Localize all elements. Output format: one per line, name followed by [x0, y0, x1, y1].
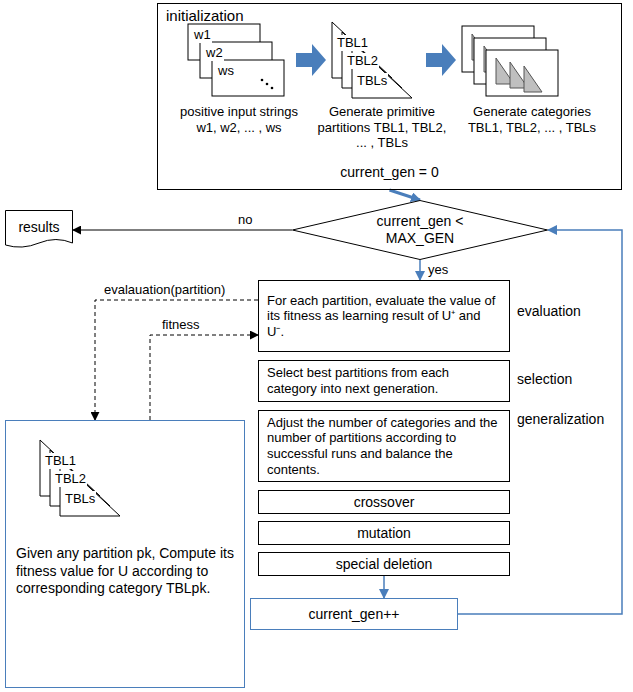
step-heading: generalization [517, 411, 604, 428]
process-text: Adjust the number of categories and the … [267, 415, 501, 477]
edge-label: fitness [160, 317, 202, 333]
step-caption: Generate categories TBL1, TBL2, ... , TB… [456, 104, 608, 135]
item-label: TBL1 [44, 453, 77, 469]
process-box: Select best partitions from each categor… [258, 360, 510, 402]
item-label: w2 [205, 45, 224, 61]
process-box: mutation [258, 521, 510, 545]
category-card [486, 50, 558, 96]
edge-label: yes [426, 262, 450, 278]
step-caption: Generate primitive partitions TBL1, TBL2… [311, 104, 453, 151]
panel-text: Given any partition pk, Compute its fitn… [16, 545, 234, 598]
item-label: TBL1 [336, 35, 369, 51]
flow-connector [390, 190, 421, 200]
edge-label: no [236, 212, 254, 228]
process-text: For each partition, evaluate the value o… [267, 293, 501, 340]
item-label: TBL2 [346, 53, 379, 69]
block-arrow [296, 44, 326, 76]
process-text: mutation [267, 525, 501, 542]
process-box: special deletion [258, 552, 510, 576]
ellipsis-dot [261, 79, 264, 82]
flow-connector [419, 260, 421, 280]
item-label: ws [217, 63, 235, 79]
evaluation-panel: Given any partition pk, Compute its fitn… [5, 420, 245, 688]
ellipsis-dot [271, 87, 274, 90]
step-heading: selection [517, 371, 572, 388]
category-triangle [524, 66, 542, 92]
frame-heading: initialization [166, 7, 244, 24]
document-shape: results [5, 210, 73, 250]
flow-connector [73, 229, 292, 230]
item-label: TBLs [356, 73, 388, 89]
process-box: Adjust the number of categories and the … [258, 410, 510, 482]
output-text: results [18, 219, 59, 242]
block-arrow [426, 44, 456, 76]
step-caption: positive input strings w1, w2, ... , ws [168, 104, 310, 135]
step-heading: evaluation [517, 303, 581, 320]
edge-label: evalauation(partition) [102, 282, 227, 298]
string-card [212, 60, 284, 96]
process-box: crossover [258, 490, 510, 514]
init-statement: current_gen = 0 [158, 164, 621, 180]
flow-connector [150, 335, 258, 420]
condition-text: current_gen < MAX_GEN [364, 213, 476, 247]
init-frame: initialization current_gen = 0 w1 w2 ws posit… [157, 3, 622, 190]
flow-connector [95, 300, 258, 420]
process-text: crossover [267, 494, 501, 511]
process-box: For each partition, evaluate the value o… [258, 280, 510, 352]
flow-connector [383, 576, 385, 598]
doc-path [6, 211, 73, 248]
process-text: special deletion [267, 556, 501, 573]
process-text: current_gen++ [259, 606, 449, 623]
decision-diamond: current_gen < MAX_GEN [292, 200, 548, 260]
item-label: TBLs [64, 491, 96, 507]
item-label: TBL2 [54, 471, 87, 487]
counter-box: current_gen++ [250, 598, 458, 630]
ellipsis-dot [266, 83, 269, 86]
item-label: w1 [193, 27, 212, 43]
diamond-path [293, 201, 548, 260]
process-text: Select best partitions from each categor… [267, 365, 501, 396]
